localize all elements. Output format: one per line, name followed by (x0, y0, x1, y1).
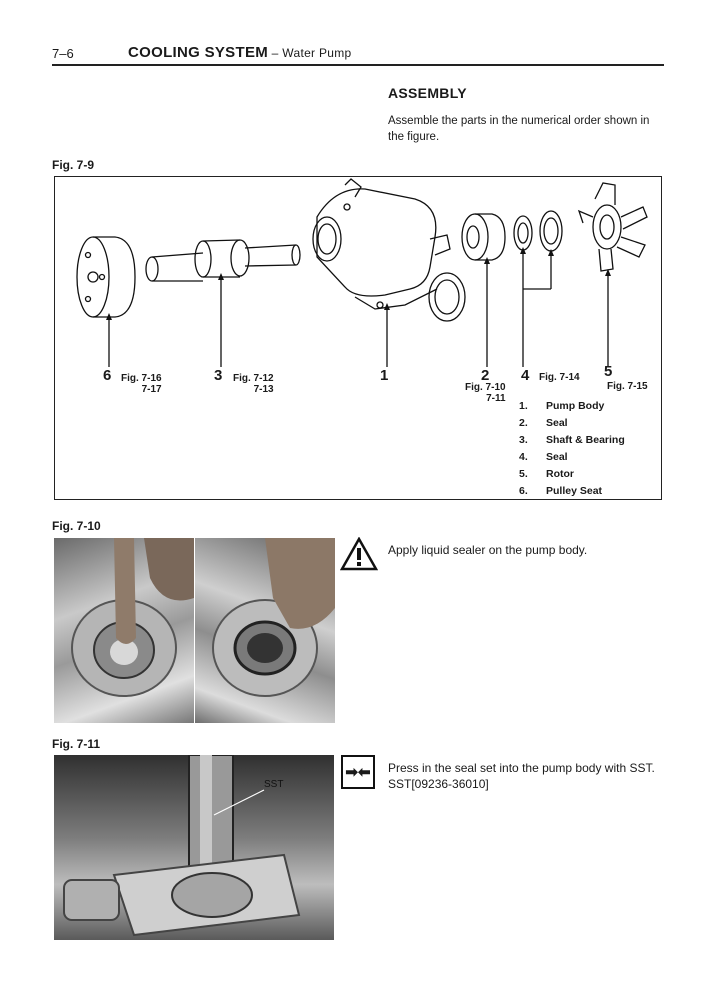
section-title: COOLING SYSTEM – Water Pump (128, 44, 352, 61)
exploded-view-figure: 6 Fig. 7-16 7-17 3 Fig. 7-12 7-13 1 2 Fi… (54, 176, 662, 500)
section-title-main: COOLING SYSTEM (128, 44, 269, 61)
callout-1: 1 (380, 367, 388, 385)
pump-body-drawing (312, 178, 466, 322)
callout-6-ref: Fig. 7-16 7-17 (121, 373, 162, 395)
callout-6: 6 (103, 367, 111, 385)
photo-applying-sealer-left (54, 538, 194, 723)
callout-5: 5 (604, 363, 612, 381)
sst-part-number: SST[09236-36010] (388, 777, 489, 791)
legend-row: 3. Shaft & Bearing (519, 431, 625, 448)
callout-2: 2 (481, 367, 489, 385)
photo-applying-sealer-right (195, 538, 335, 723)
header-rule (52, 64, 664, 66)
legend-num: 4. (519, 450, 528, 463)
fig-7-10-label: Fig. 7-10 (52, 519, 101, 533)
section-subtitle: – Water Pump (268, 46, 352, 60)
shaft-bearing-drawing (145, 239, 301, 282)
callout-3-ref: Fig. 7-12 7-13 (233, 373, 274, 395)
fig-7-11-label: Fig. 7-11 (52, 737, 101, 751)
legend-num: 3. (519, 433, 528, 446)
callout-2-ref: Fig. 7-10 7-11 (465, 382, 506, 404)
callout-number: 2 (481, 367, 490, 384)
press-instruction-block: Press in the seal set into the pump body… (388, 760, 664, 792)
seal-2-drawing (461, 213, 506, 261)
legend-num: 2. (519, 416, 528, 429)
page-number: 7–6 (52, 46, 74, 61)
legend-num: 6. (519, 484, 528, 497)
legend-row: 6. Pulley Seat (519, 482, 625, 499)
photo-pressing-seal: SST (54, 755, 334, 940)
exploded-view-drawing (76, 178, 648, 367)
callout-number: 1 (380, 367, 389, 384)
legend-row: 2. Seal (519, 414, 625, 431)
callout-3: 3 (214, 367, 222, 385)
sst-photo-tag: SST (264, 779, 284, 790)
fig-7-9-label: Fig. 7-9 (52, 158, 95, 172)
legend-label: Pulley Seat (546, 484, 603, 497)
callout-number: 5 (604, 363, 613, 380)
callout-4: 4 (521, 367, 529, 385)
legend-label: Pump Body (546, 399, 605, 412)
legend-label: Shaft & Bearing (546, 433, 625, 446)
seal-4-drawing (513, 210, 563, 252)
legend-row: 1. Pump Body (519, 397, 625, 414)
legend-row: 5. Rotor (519, 465, 625, 482)
callout-4-ref: Fig. 7-14 (539, 372, 580, 383)
legend-label: Seal (546, 450, 568, 463)
pulley-seat-drawing (76, 236, 136, 318)
legend-num: 1. (519, 399, 528, 412)
parts-legend: 1. Pump Body 2. Seal 3. Shaft & Bearing 4. S… (519, 397, 625, 499)
callout-number: 3 (214, 367, 223, 384)
legend-label: Rotor (546, 467, 574, 480)
legend-row: 4. Seal (519, 448, 625, 465)
sealer-instruction: Apply liquid sealer on the pump body. (388, 543, 588, 557)
callout-5-ref: Fig. 7-15 (607, 381, 648, 392)
callout-number: 6 (103, 367, 112, 384)
assembly-text: Assemble the parts in the numerical orde… (388, 115, 650, 143)
legend-num: 5. (519, 467, 528, 480)
caution-triangle-icon (340, 537, 378, 571)
press-in-icon: ➡⬅ (341, 755, 375, 789)
press-instruction: Press in the seal set into the pump body… (388, 761, 655, 775)
assembly-heading: ASSEMBLY (388, 85, 467, 101)
legend-label: Seal (546, 416, 568, 429)
callout-number: 4 (521, 367, 530, 384)
rotor-drawing (577, 182, 648, 272)
